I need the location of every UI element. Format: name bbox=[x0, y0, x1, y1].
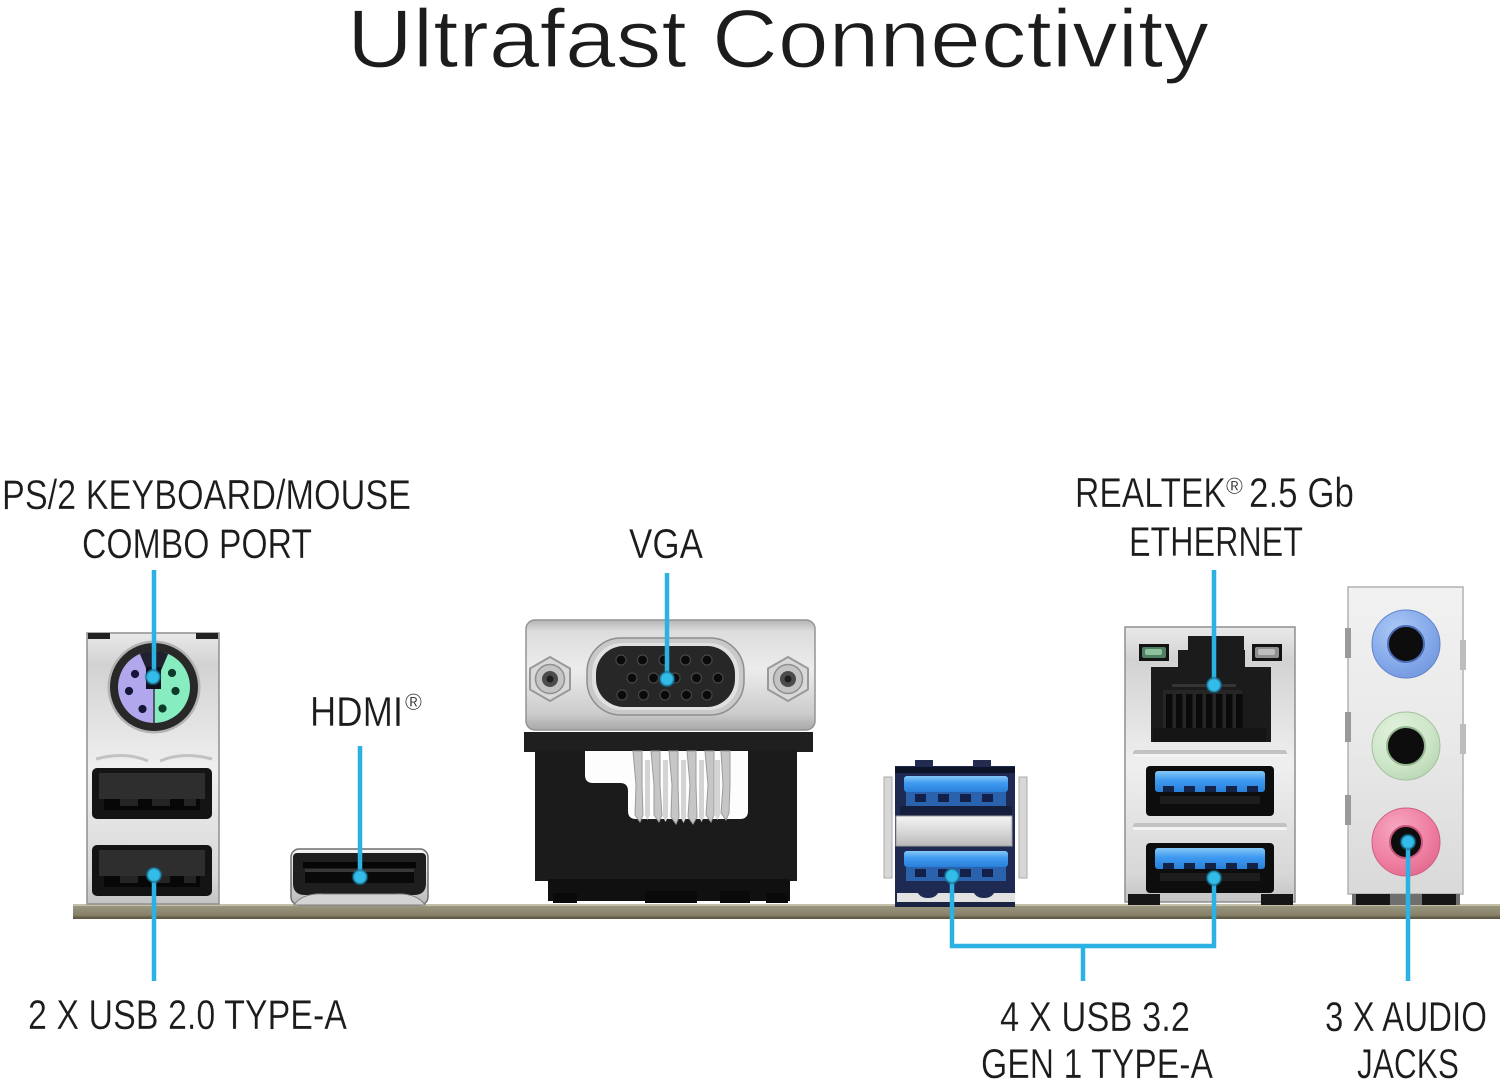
svg-text:VGA: VGA bbox=[629, 520, 703, 567]
svg-text:4 X USB 3.2: 4 X USB 3.2 bbox=[1000, 993, 1190, 1040]
svg-text:®: ® bbox=[1226, 473, 1243, 499]
svg-text:3 X AUDIO: 3 X AUDIO bbox=[1325, 993, 1487, 1040]
svg-text:2.5 Gb: 2.5 Gb bbox=[1249, 469, 1354, 516]
svg-text:HDMI: HDMI bbox=[310, 688, 403, 735]
svg-text:JACKS: JACKS bbox=[1357, 1040, 1459, 1082]
svg-text:®: ® bbox=[405, 689, 422, 715]
svg-text:2 X USB 2.0 TYPE-A: 2 X USB 2.0 TYPE-A bbox=[28, 991, 347, 1038]
svg-text:PS/2 KEYBOARD/MOUSE: PS/2 KEYBOARD/MOUSE bbox=[2, 471, 411, 518]
svg-text:ETHERNET: ETHERNET bbox=[1129, 518, 1303, 565]
svg-text:COMBO PORT: COMBO PORT bbox=[82, 520, 312, 567]
svg-text:Ultrafast Connectivity: Ultrafast Connectivity bbox=[347, 0, 1210, 85]
svg-text:REALTEK: REALTEK bbox=[1075, 469, 1226, 516]
svg-text:GEN 1 TYPE-A: GEN 1 TYPE-A bbox=[981, 1040, 1213, 1082]
